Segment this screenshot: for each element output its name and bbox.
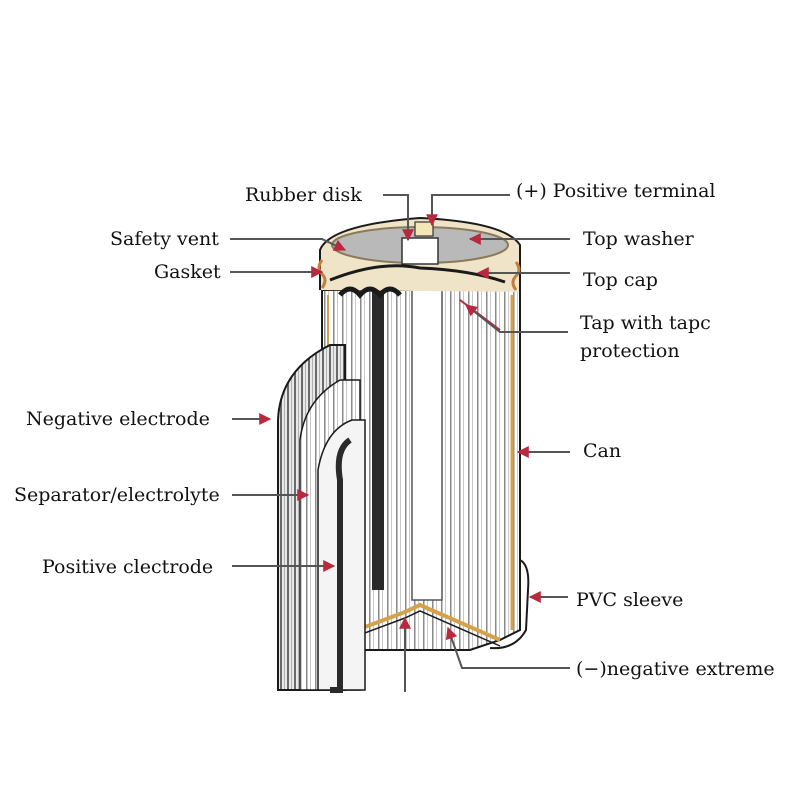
label-pvc-sleeve: PVC sleeve (576, 589, 684, 611)
label-negative-electrode: Negative electrode (26, 408, 210, 430)
label-rubber-disk: Rubber disk (245, 184, 362, 206)
positive-terminal (414, 221, 434, 237)
leader-lines (230, 194, 570, 692)
leader-rubber-disk (383, 194, 414, 242)
electrode-band (372, 290, 384, 590)
pvc-sleeve (489, 559, 530, 650)
label-top-cap: Top cap (583, 269, 658, 291)
can-body (321, 279, 530, 651)
label-negative-extreme: (−)negative extreme (576, 658, 775, 680)
label-can: Can (583, 440, 622, 462)
leader-positive-terminal (426, 194, 510, 227)
label-top-washer: Top washer (583, 228, 694, 250)
label-separator: Separator/electrolyte (14, 484, 220, 506)
central-core (411, 279, 443, 601)
leader-negative-extreme (445, 626, 570, 669)
leader-safety-vent (230, 238, 347, 251)
label-positive-terminal: (+) Positive terminal (516, 180, 716, 202)
unrolled-electrodes (277, 344, 366, 693)
label-tap-line2: protection (580, 340, 680, 362)
leader-tap (465, 304, 568, 333)
label-tap-line1: Tap with tapc (580, 312, 711, 334)
label-safety-vent: Safety vent (110, 228, 219, 250)
label-gasket: Gasket (154, 261, 221, 283)
label-positive-electrode: Positive clectrode (42, 556, 214, 578)
rubber-disk (401, 237, 439, 265)
